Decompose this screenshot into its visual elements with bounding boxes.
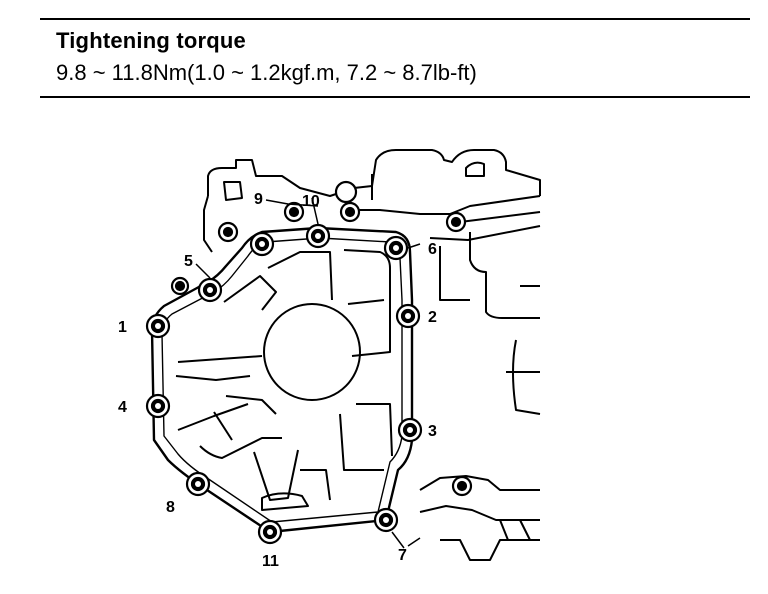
spec-value: 9.8 ~ 11.8Nm(1.0 ~ 1.2kgf.m, 7.2 ~ 8.7lb… xyxy=(56,60,477,85)
callout-7: 7 xyxy=(398,547,407,564)
bolt-5 xyxy=(197,277,223,303)
oil-pan-ribs xyxy=(175,249,393,511)
housing-bolt xyxy=(334,180,358,204)
callout-1: 1 xyxy=(118,319,127,336)
spec-title: Tightening torque xyxy=(56,28,246,53)
housing-bolt xyxy=(283,201,305,223)
bolt-9 xyxy=(249,231,275,257)
housing-bolt xyxy=(451,475,473,497)
callout-5: 5 xyxy=(184,253,193,270)
callout-6: 6 xyxy=(428,241,437,258)
bolt-3 xyxy=(397,417,423,443)
bolt-4 xyxy=(145,393,171,419)
bolt-group xyxy=(145,180,473,545)
callout-8: 8 xyxy=(166,499,175,516)
callout-4: 4 xyxy=(118,399,127,416)
top-rule xyxy=(40,18,750,20)
bolt-7 xyxy=(373,507,399,533)
bolt-1 xyxy=(145,313,171,339)
leader-lines xyxy=(195,197,421,549)
callout-2: 2 xyxy=(428,309,437,326)
bottom-rule xyxy=(40,96,750,98)
engine-housing xyxy=(203,149,541,561)
housing-bolt xyxy=(217,221,239,243)
callout-9: 9 xyxy=(254,191,263,208)
housing-bolt xyxy=(339,201,361,223)
bolt-8 xyxy=(185,471,211,497)
callout-11: 11 xyxy=(262,553,279,570)
callout-labels: 1 2 3 4 5 6 7 8 9 10 11 xyxy=(118,191,437,570)
bolt-11 xyxy=(257,519,283,545)
bolt-10 xyxy=(305,223,331,249)
callout-3: 3 xyxy=(428,423,437,440)
callout-10: 10 xyxy=(302,193,320,210)
bolt-6 xyxy=(383,235,409,261)
housing-bolt xyxy=(445,211,467,233)
bolt-2 xyxy=(395,303,421,329)
housing-bolt xyxy=(170,276,190,296)
